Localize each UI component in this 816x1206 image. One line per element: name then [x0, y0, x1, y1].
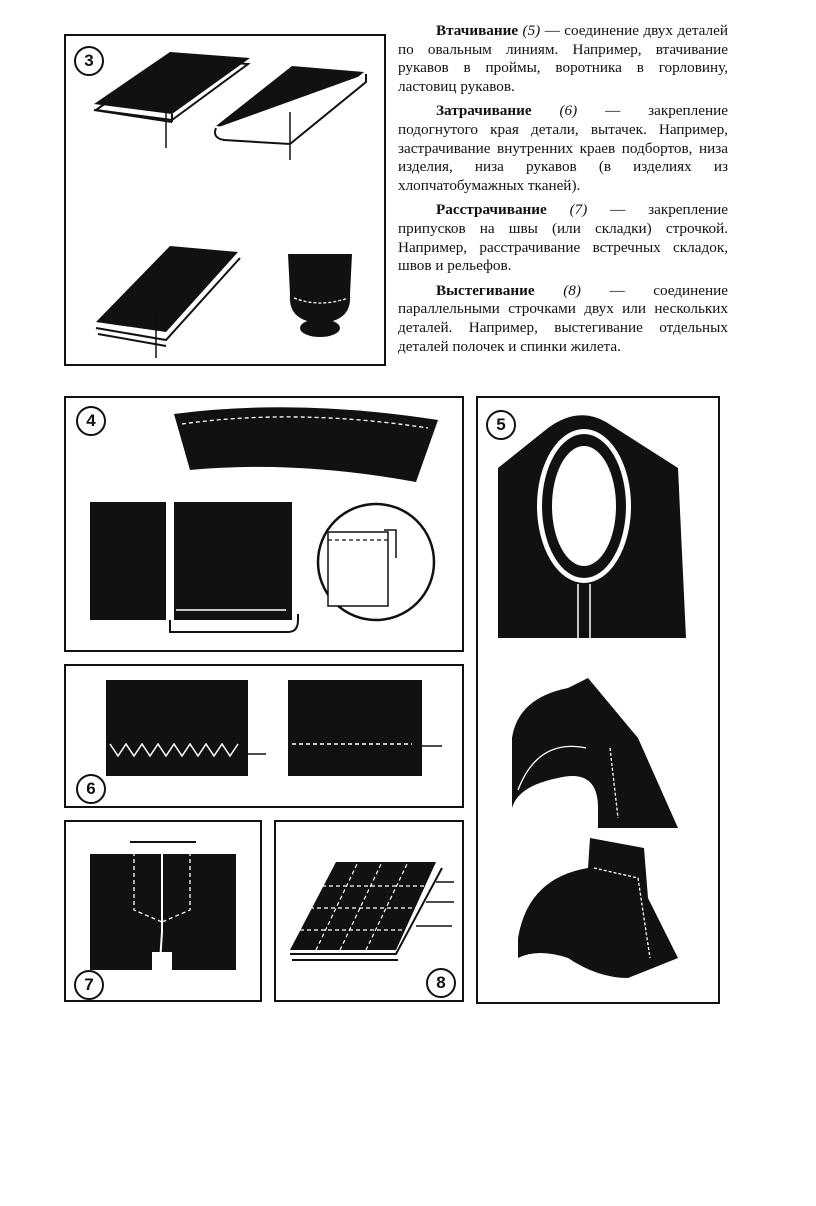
figure-3-drawing: [93, 52, 367, 358]
figure-number-badge: 8: [426, 968, 456, 998]
figure-number-badge: 4: [76, 406, 106, 436]
paragraph-vystegivanie: Выстегивание (8) — соединение параллельн…: [398, 282, 728, 356]
figure-3: 3: [64, 34, 386, 366]
paragraph-rasstrachivanie: Расстрачивание (7) — закрепление припуск…: [398, 201, 728, 275]
definition: — соединение двух деталей по овальным ли…: [398, 22, 728, 95]
figure-4-drawing: [90, 407, 438, 633]
figure-5: 5: [476, 396, 720, 1004]
definition: — закрепление подогнутого края детали, в…: [398, 102, 728, 194]
figure-6: 6: [64, 664, 464, 808]
term: Выстегивание: [436, 281, 535, 299]
definition: — закрепление припусков на швы (или скла…: [398, 201, 728, 275]
figure-number-badge: 5: [486, 410, 516, 440]
term: Втачивание: [436, 22, 519, 39]
figure-6-drawing: [106, 680, 442, 776]
figure-7: 7: [64, 820, 262, 1002]
term: Затрачивание: [436, 102, 532, 120]
figure-ref: (6): [559, 102, 578, 120]
figure-8: 8: [274, 820, 464, 1002]
term: Расстрачивание: [436, 201, 547, 219]
figure-8-drawing: [290, 861, 454, 961]
figure-number-badge: 3: [74, 46, 104, 76]
figure-number-badge: 6: [76, 774, 106, 804]
figure-5-drawing: [498, 415, 686, 978]
figure-number-badge: 7: [74, 970, 104, 1000]
paragraph-zatrachivanie: Затрачивание (6) — закрепление подогнуто…: [398, 102, 728, 195]
figure-ref: (7): [569, 201, 588, 219]
figure-4: 4: [64, 396, 464, 652]
text-column: Втачивание (5) — соединение двух деталей…: [398, 22, 728, 362]
figure-7-drawing: [90, 830, 236, 970]
definition: — соединение параллельными строчками дву…: [398, 281, 728, 355]
figure-ref: (5): [522, 22, 541, 39]
paragraph-vtachivanie: Втачивание (5) — соединение двух деталей…: [398, 22, 728, 96]
figure-ref: (8): [563, 281, 581, 299]
